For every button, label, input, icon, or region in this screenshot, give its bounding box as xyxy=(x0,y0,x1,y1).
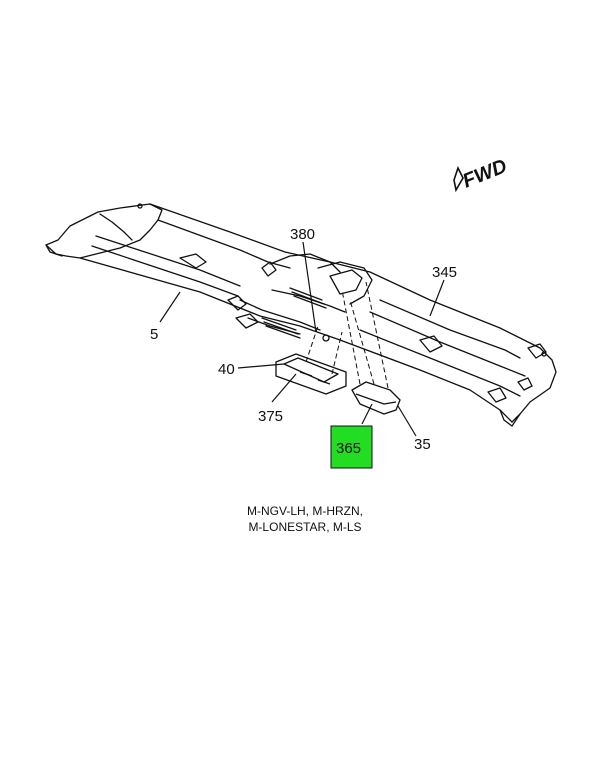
callout-345: 345 xyxy=(432,264,457,281)
fwd-label: FWD xyxy=(460,155,510,192)
callout-375: 375 xyxy=(258,408,283,425)
caption-line-1: M-NGV-LH, M-HRZN, xyxy=(247,504,363,518)
assembly-lines xyxy=(305,281,389,389)
callout-365-highlight xyxy=(330,425,373,469)
fwd-arrow-icon xyxy=(453,165,464,193)
callout-35: 35 xyxy=(414,436,431,453)
caption-line-2: M-LONESTAR, M-LS xyxy=(248,520,362,534)
lamp-lens-part xyxy=(351,381,401,415)
callout-5: 5 xyxy=(150,326,158,343)
bezel-part xyxy=(275,353,347,395)
callout-40: 40 xyxy=(218,361,235,378)
model-caption: M-NGV-LH, M-HRZN, M-LONESTAR, M-LS xyxy=(0,503,610,535)
callout-380: 380 xyxy=(290,226,315,243)
leader-lines xyxy=(159,241,445,437)
callout-365: 365 xyxy=(336,440,361,457)
